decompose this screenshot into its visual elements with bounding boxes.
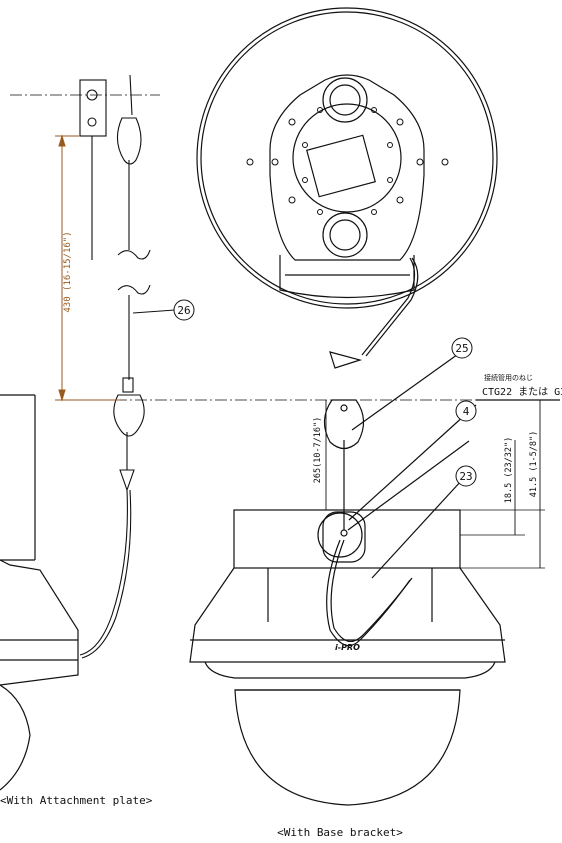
callout-25-label: 25 <box>455 342 468 355</box>
callout-23 <box>455 465 477 487</box>
japanese-note: 接続管用のねじ <box>484 373 533 382</box>
callout-25 <box>451 337 473 359</box>
brand-logo: i-PRO <box>335 643 360 652</box>
callout-26-label: 26 <box>177 304 190 317</box>
left-wire-assembly <box>10 74 345 659</box>
dimension-430 <box>55 134 120 402</box>
thread-spec: CTG22 または G3/4 <box>482 386 562 398</box>
callout-26 <box>173 299 195 321</box>
left-camera <box>0 394 79 791</box>
callout-4-label: 4 <box>463 405 470 418</box>
dimension-265-label: 265(10-7/16") <box>313 417 323 484</box>
caption-attachment-plate: <With Attachment plate> <box>0 794 153 807</box>
dimension-18-5-label: 18.5 (23/32") <box>504 437 514 504</box>
dimension-430-label: 430 (16-15/16") <box>63 231 73 312</box>
callouts <box>173 299 477 487</box>
top-view <box>196 7 498 369</box>
right-camera <box>189 351 560 806</box>
callout-23-label: 23 <box>459 470 472 483</box>
dimension-41-5-label: 41.5 (1-5/8") <box>529 431 539 498</box>
caption-base-bracket: <With Base bracket> <box>277 826 403 839</box>
callout-4 <box>455 400 477 422</box>
